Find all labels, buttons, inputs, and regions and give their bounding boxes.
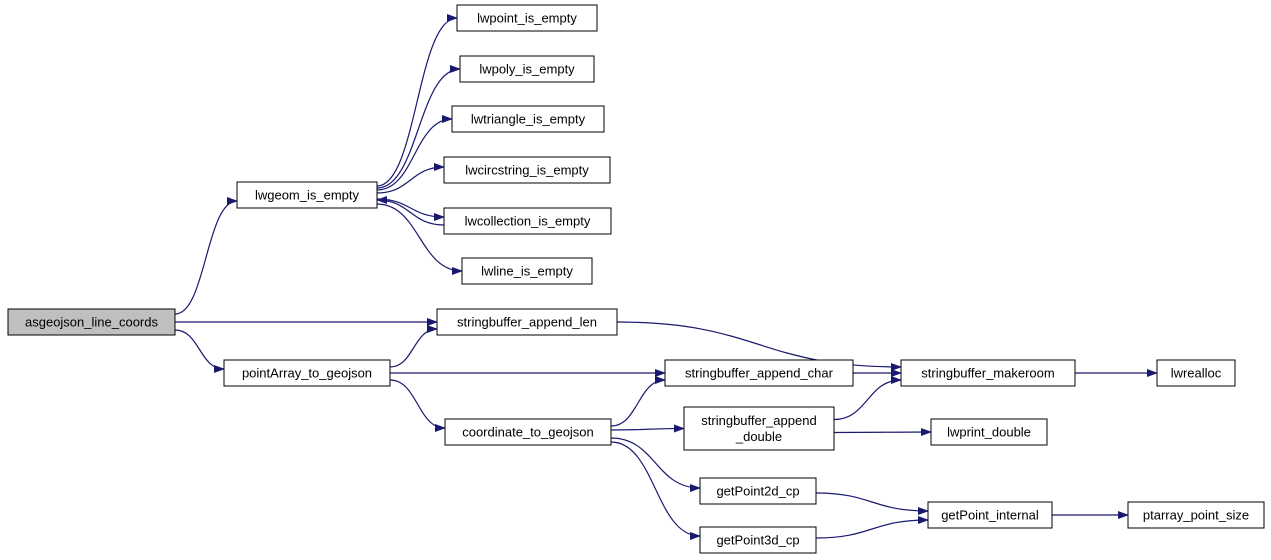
edge-stringbuffer_append_double-to-lwprint_double bbox=[833, 428, 932, 437]
node-asgeojson_line_coords[interactable]: asgeojson_line_coords bbox=[7, 308, 176, 336]
edge-coordinate_to_geojson-to-getPoint3d_cp bbox=[610, 441, 701, 540]
edge-lwgeom_is_empty-to-lwtriangle_is_empty bbox=[376, 115, 453, 191]
node-label-stringbuffer_append_double: stringbuffer_append_double bbox=[701, 413, 816, 444]
edge-pointArray_to_geojson-to-coordinate_to_geojson bbox=[389, 379, 446, 432]
node-box-stringbuffer_append_char[interactable] bbox=[664, 359, 854, 387]
node-label-pointArray_to_geojson: pointArray_to_geojson bbox=[242, 366, 372, 381]
node-stringbuffer_append_len[interactable]: stringbuffer_append_len bbox=[436, 308, 618, 336]
node-lwpoly_is_empty[interactable]: lwpoly_is_empty bbox=[459, 55, 595, 83]
edge-lwcollection_is_empty-to-lwgeom_is_empty bbox=[376, 196, 445, 226]
node-label-coordinate_to_geojson: coordinate_to_geojson bbox=[462, 425, 594, 440]
node-getPoint3d_cp[interactable]: getPoint3d_cp bbox=[699, 526, 817, 554]
node-label-lwpoly_is_empty: lwpoly_is_empty bbox=[479, 62, 575, 77]
node-box-asgeojson_line_coords[interactable] bbox=[7, 308, 176, 336]
node-label-stringbuffer_append_char: stringbuffer_append_char bbox=[685, 366, 834, 381]
node-lwgeom_is_empty[interactable]: lwgeom_is_empty bbox=[236, 181, 378, 209]
node-label-lwline_is_empty: lwline_is_empty bbox=[481, 264, 573, 279]
node-box-lwpoint_is_empty[interactable] bbox=[456, 4, 598, 32]
edge-lwgeom_is_empty-to-lwcollection_is_empty bbox=[376, 198, 445, 221]
node-label-getPoint3d_cp: getPoint3d_cp bbox=[716, 533, 799, 548]
node-label-lwrealloc: lwrealloc bbox=[1171, 366, 1222, 381]
edge-coordinate_to_geojson-to-stringbuffer_append_double bbox=[610, 424, 685, 433]
node-label-getPoint2d_cp: getPoint2d_cp bbox=[716, 484, 799, 499]
node-box-getPoint3d_cp[interactable] bbox=[699, 526, 817, 554]
node-label-ptarray_point_size: ptarray_point_size bbox=[1143, 508, 1249, 523]
edge-asgeojson_line_coords-to-pointArray_to_geojson bbox=[174, 329, 225, 373]
node-label-lwpoint_is_empty: lwpoint_is_empty bbox=[477, 11, 577, 26]
edge-lwgeom_is_empty-to-lwpoly_is_empty bbox=[376, 65, 461, 189]
node-stringbuffer_makeroom[interactable]: stringbuffer_makeroom bbox=[900, 359, 1076, 387]
node-label-getPoint_internal: getPoint_internal bbox=[941, 508, 1039, 523]
node-lwpoint_is_empty[interactable]: lwpoint_is_empty bbox=[456, 4, 598, 32]
edge-getPoint3d_cp-to-getPoint_internal bbox=[815, 516, 929, 539]
node-box-coordinate_to_geojson[interactable] bbox=[444, 418, 612, 446]
node-box-stringbuffer_append_double[interactable] bbox=[683, 406, 835, 451]
node-box-lwline_is_empty[interactable] bbox=[461, 257, 593, 285]
node-lwcircstring_is_empty[interactable]: lwcircstring_is_empty bbox=[443, 156, 611, 184]
edge-coordinate_to_geojson-to-stringbuffer_append_char bbox=[610, 376, 666, 427]
node-box-lwpoly_is_empty[interactable] bbox=[459, 55, 595, 83]
node-box-lwtriangle_is_empty[interactable] bbox=[451, 105, 605, 133]
node-ptarray_point_size[interactable]: ptarray_point_size bbox=[1127, 501, 1265, 529]
node-lwtriangle_is_empty[interactable]: lwtriangle_is_empty bbox=[451, 105, 605, 133]
node-getPoint2d_cp[interactable]: getPoint2d_cp bbox=[699, 477, 817, 505]
node-box-ptarray_point_size[interactable] bbox=[1127, 501, 1265, 529]
node-pointArray_to_geojson[interactable]: pointArray_to_geojson bbox=[223, 359, 391, 387]
edge-coordinate_to_geojson-to-getPoint2d_cp bbox=[610, 437, 701, 492]
node-box-pointArray_to_geojson[interactable] bbox=[223, 359, 391, 387]
edge-lwgeom_is_empty-to-lwcircstring_is_empty bbox=[376, 163, 445, 194]
node-label-lwgeom_is_empty: lwgeom_is_empty bbox=[255, 188, 360, 203]
node-box-getPoint_internal[interactable] bbox=[927, 501, 1053, 529]
edge-pointArray_to_geojson-to-stringbuffer_append_len bbox=[389, 325, 438, 368]
edge-lwgeom_is_empty-to-lwline_is_empty bbox=[376, 203, 463, 275]
node-label-asgeojson_line_coords: asgeojson_line_coords bbox=[25, 315, 158, 330]
node-label-lwtriangle_is_empty: lwtriangle_is_empty bbox=[471, 112, 586, 127]
edge-getPoint2d_cp-to-getPoint_internal bbox=[815, 492, 929, 515]
node-lwprint_double[interactable]: lwprint_double bbox=[930, 418, 1048, 446]
node-getPoint_internal[interactable]: getPoint_internal bbox=[927, 501, 1053, 529]
node-lwrealloc[interactable]: lwrealloc bbox=[1156, 359, 1236, 387]
edge-stringbuffer_append_double-to-stringbuffer_makeroom bbox=[833, 376, 902, 421]
node-box-stringbuffer_append_len[interactable] bbox=[436, 308, 618, 336]
node-label-stringbuffer_append_len: stringbuffer_append_len bbox=[457, 315, 597, 330]
node-box-lwcircstring_is_empty[interactable] bbox=[443, 156, 611, 184]
node-label-lwprint_double: lwprint_double bbox=[947, 425, 1031, 440]
node-label-lwcollection_is_empty: lwcollection_is_empty bbox=[465, 214, 591, 229]
edge-asgeojson_line_coords-to-lwgeom_is_empty bbox=[174, 197, 238, 315]
node-box-lwprint_double[interactable] bbox=[930, 418, 1048, 446]
node-stringbuffer_append_double[interactable]: stringbuffer_append_double bbox=[683, 406, 835, 451]
node-lwline_is_empty[interactable]: lwline_is_empty bbox=[461, 257, 593, 285]
node-stringbuffer_append_char[interactable]: stringbuffer_append_char bbox=[664, 359, 854, 387]
node-lwcollection_is_empty[interactable]: lwcollection_is_empty bbox=[443, 207, 612, 235]
node-box-getPoint2d_cp[interactable] bbox=[699, 477, 817, 505]
node-box-stringbuffer_makeroom[interactable] bbox=[900, 359, 1076, 387]
node-coordinate_to_geojson[interactable]: coordinate_to_geojson bbox=[444, 418, 612, 446]
edge-lwgeom_is_empty-to-lwpoint_is_empty bbox=[376, 14, 458, 187]
node-box-lwrealloc[interactable] bbox=[1156, 359, 1236, 387]
node-box-lwcollection_is_empty[interactable] bbox=[443, 207, 612, 235]
node-label-stringbuffer_makeroom: stringbuffer_makeroom bbox=[921, 366, 1054, 381]
node-box-lwgeom_is_empty[interactable] bbox=[236, 181, 378, 209]
node-label-lwcircstring_is_empty: lwcircstring_is_empty bbox=[465, 163, 589, 178]
